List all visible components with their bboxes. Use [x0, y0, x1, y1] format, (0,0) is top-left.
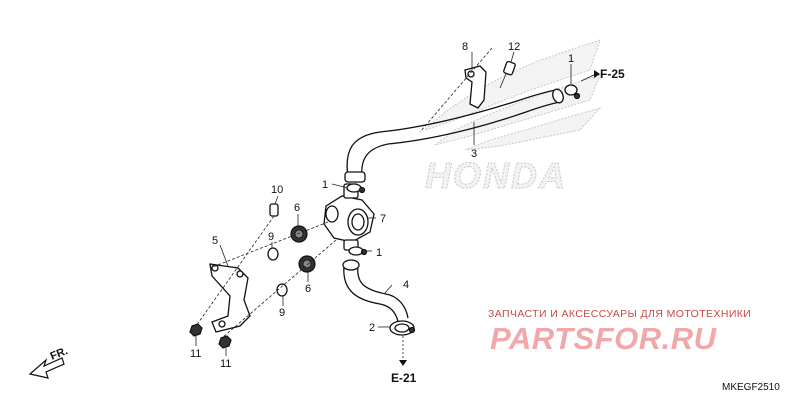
callout-4: 4: [403, 279, 409, 291]
diagram-code: MKEGF2510: [722, 382, 780, 393]
bracket-part-8: [464, 65, 487, 109]
hose-part-3: [344, 88, 564, 183]
valve-body-part-7: [323, 183, 375, 251]
front-direction-arrow-icon: [28, 357, 65, 379]
honda-brand-watermark: HONDA: [425, 155, 567, 196]
callout-11-left: 11: [190, 348, 201, 360]
callout-8: 8: [462, 41, 468, 53]
bracket-part-5: [209, 263, 251, 333]
clamp-part-2-icon: [389, 320, 416, 336]
washer-part-9-upper-icon: [267, 247, 279, 261]
seal-part-6-upper-icon: [290, 225, 308, 243]
reference-f25: F-25: [600, 67, 625, 81]
arrow-down-icon: [399, 360, 407, 366]
callout-12: 12: [508, 41, 520, 53]
callout-7: 7: [380, 213, 386, 225]
front-direction-label: FR.: [49, 345, 70, 363]
callout-1-middle: 1: [322, 179, 328, 191]
callout-6-lower: 6: [305, 283, 311, 295]
shop-logo-watermark: PARTSFOR.RU: [490, 321, 718, 356]
nut-part-11-lower-icon: [218, 335, 232, 349]
hose-part-4: [342, 259, 409, 323]
clamp-part-1-middle-icon: [346, 183, 366, 194]
callout-6-upper: 6: [294, 202, 300, 214]
callout-2: 2: [369, 322, 375, 334]
clamp-part-1-upper-icon: [564, 84, 581, 100]
shop-tagline-watermark: ЗАПЧАСТИ И АКСЕССУАРЫ ДЛЯ МОТОТЕХНИКИ: [488, 308, 751, 320]
bolt-part-10-icon: [269, 203, 279, 217]
callout-5: 5: [212, 235, 218, 247]
leader-lines: [195, 47, 600, 366]
callout-10: 10: [271, 184, 283, 196]
callout-9-upper: 9: [268, 231, 274, 243]
callout-9-lower: 9: [279, 307, 285, 319]
arrow-right-icon: [594, 70, 600, 78]
nut-part-11-upper-icon: [189, 323, 203, 337]
callout-11-right: 11: [220, 358, 231, 370]
callout-3: 3: [471, 148, 477, 160]
clamp-part-1-lower-icon: [348, 246, 368, 256]
callout-1-upper: 1: [568, 53, 574, 65]
seal-part-6-lower-icon: [298, 255, 316, 273]
reference-e21: E-21: [391, 371, 417, 385]
bolt-part-12-icon: [499, 60, 516, 89]
washer-part-9-lower-icon: [276, 283, 288, 297]
callout-1-lower: 1: [376, 247, 382, 259]
